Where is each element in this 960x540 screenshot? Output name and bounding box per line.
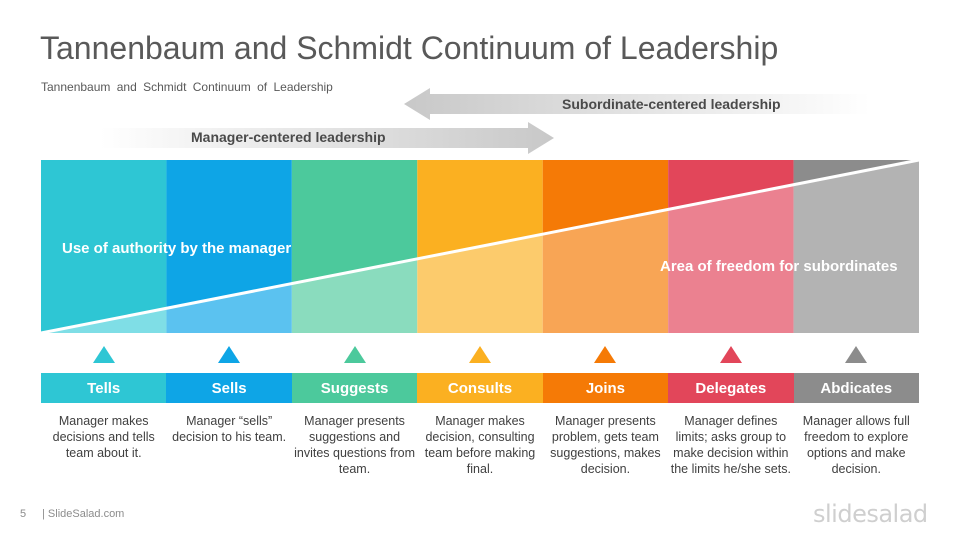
- band-freedom-segment: [41, 308, 167, 333]
- stage-label-sells: Sells: [166, 373, 292, 403]
- stage-label-delegates: Delegates: [668, 373, 794, 403]
- band-authority-segment: [166, 160, 292, 309]
- triangle-marker-icon: [92, 346, 115, 363]
- band-authority-segment: [542, 160, 669, 235]
- band-freedom-segment: [417, 234, 543, 333]
- band-freedom-segment: [166, 283, 292, 333]
- stage-description: Manager presents problem, gets team sugg…: [550, 414, 661, 476]
- triangle-marker-icon: [594, 346, 617, 363]
- stage-description: Manager presents suggestions and invites…: [294, 414, 415, 476]
- freedom-label: Area of freedom for subordinates: [660, 258, 898, 275]
- band-authority-segment: [417, 160, 543, 259]
- stage-description: Manager defines limits; asks group to ma…: [670, 414, 791, 476]
- triangle-marker-icon: [343, 346, 366, 363]
- band-authority-segment: [668, 160, 794, 210]
- stage-description: Manager makes decision, consulting team …: [424, 414, 536, 476]
- continuum-band: [40, 158, 920, 335]
- authority-label: Use of authority by the manager: [62, 240, 292, 257]
- footer-site: | SlideSalad.com: [42, 508, 125, 520]
- stage-label-joins: Joins: [542, 373, 669, 403]
- band-freedom-segment: [668, 184, 794, 333]
- triangle-marker-icon: [469, 346, 491, 363]
- stage-description: Manager allows full freedom to explore o…: [802, 414, 910, 476]
- page-number: 5: [20, 508, 27, 520]
- stage-description: Manager makes decisions and tells team a…: [52, 414, 155, 460]
- triangle-marker-icon: [218, 346, 241, 363]
- manager-centered-label: Manager-centered leadership: [191, 129, 386, 145]
- slidesalad-logo: slidesalad: [813, 500, 928, 528]
- triangle-marker-icon: [719, 346, 742, 363]
- subordinate-arrow: [404, 88, 870, 120]
- stage-label-abdicates: Abdicates: [793, 373, 919, 403]
- band-authority-segment: [41, 160, 167, 333]
- stage-description: Manager “sells” decision to his team.: [172, 414, 287, 444]
- stage-label-consults: Consults: [417, 373, 543, 403]
- band-freedom-segment: [542, 209, 669, 333]
- page-title: Tannenbaum and Schmidt Continuum of Lead…: [40, 30, 779, 66]
- diagonal-divider: [40, 158, 920, 335]
- direction-arrows: [100, 88, 870, 154]
- stage-label-suggests: Suggests: [291, 373, 418, 403]
- manager-arrow: [100, 122, 554, 154]
- triangle-marker-icon: [845, 346, 868, 363]
- page-subtitle: Tannenbaum and Schmidt Continuum of Lead…: [41, 80, 333, 94]
- band-authority-segment: [291, 160, 418, 284]
- subordinate-centered-label: Subordinate-centered leadership: [562, 96, 781, 112]
- stage-label-tells: Tells: [41, 373, 167, 403]
- band-freedom-segment: [793, 160, 919, 333]
